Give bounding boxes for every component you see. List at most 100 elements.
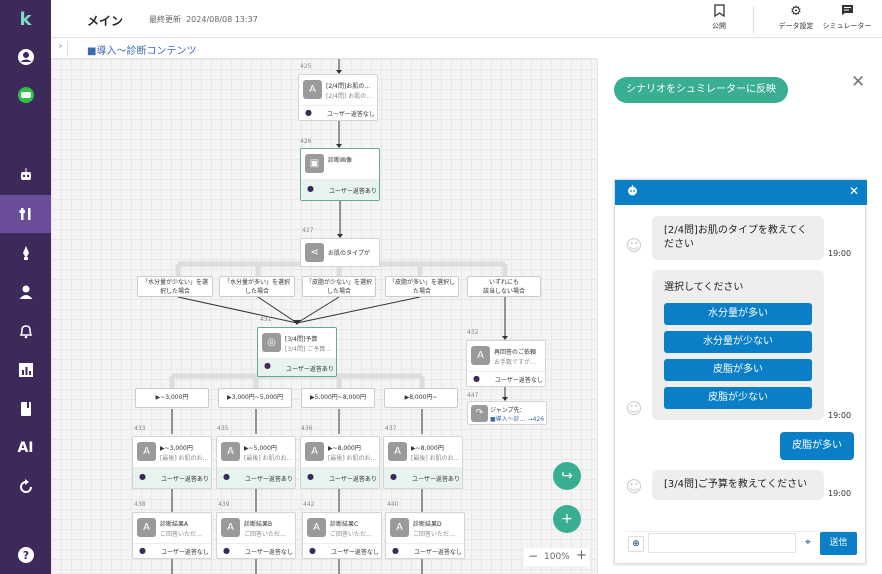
simulator-button[interactable]: シミュレーター	[820, 4, 874, 31]
node-id: 437	[385, 425, 397, 432]
image-icon: ▣	[305, 154, 324, 173]
flow-node[interactable]: A 再回答のご依頼 お手数ですが… ●ユーザー返答なし	[466, 340, 546, 387]
node-id: 435	[217, 425, 229, 432]
last-updated-label: 最終更新	[149, 15, 181, 24]
choice-button[interactable]: 皮脂が多い	[664, 359, 812, 381]
condition-branch[interactable]: ▶3,000円~5,000円	[218, 388, 292, 408]
data-settings-button[interactable]: ⚙ データ設定	[773, 4, 819, 31]
choice-button[interactable]: 水分量が少ない	[664, 331, 812, 353]
flow-canvas[interactable]: 425 A [2/4問]お肌の… [2/4問] お肌の… ●ユーザー返答なし 4…	[51, 59, 597, 574]
condition-branch[interactable]: ▶8,000円~	[384, 388, 458, 408]
node-id: 426	[300, 138, 312, 145]
node-id: 438	[134, 501, 146, 508]
text-block-icon: A	[221, 442, 240, 461]
bot-message: [3/4問]ご予算を教えてください	[652, 470, 824, 500]
add-attachment-icon[interactable]: ⊕	[628, 536, 644, 552]
person-icon[interactable]	[0, 273, 51, 311]
message-time: 19:00	[828, 249, 852, 258]
logo[interactable]: k	[19, 8, 32, 30]
share-button[interactable]: ↪	[553, 462, 581, 490]
help-icon[interactable]: ?	[0, 536, 51, 574]
sidebar: k AI ?	[0, 0, 51, 574]
choice-button[interactable]: 皮脂が少ない	[664, 387, 812, 409]
user-icon: ●	[390, 472, 397, 481]
last-updated: 最終更新 2024/08/08 13:37	[149, 14, 258, 25]
node-id: 432	[467, 329, 479, 336]
flow-node[interactable]: A▶~3,000円[最後] お肌のお… ●ユーザー返答あり	[132, 436, 212, 489]
user-icon: ●	[264, 361, 271, 370]
reflect-scenario-button[interactable]: シナリオをシュミレーターに反映	[614, 77, 788, 103]
flow-node[interactable]: A [2/4問]お肌の… [2/4問] お肌の… ●ユーザー返答なし	[298, 74, 378, 121]
zoom-out-button[interactable]: −	[528, 549, 539, 563]
node-id: 442	[303, 501, 315, 508]
user-icon: ●	[305, 108, 312, 117]
user-icon: ●	[307, 472, 314, 481]
line-icon[interactable]	[0, 76, 51, 114]
node-id: 433	[134, 425, 146, 432]
chat-close-icon[interactable]: ✕	[848, 184, 859, 198]
condition-branch[interactable]: いずれにも該当しない場合	[467, 276, 541, 297]
user-icon: ●	[473, 374, 480, 383]
text-block-icon: A	[305, 442, 324, 461]
zoom-in-button[interactable]: +	[576, 548, 587, 563]
text-block-icon: A	[137, 442, 156, 461]
jump-node[interactable]: ↷ ジャンプ先： ■導入～診… →426	[467, 401, 547, 425]
bar-chart-icon[interactable]	[0, 351, 51, 389]
message-time: 19:00	[828, 489, 852, 498]
bot-message: [2/4問]お肌のタイプを教えてください	[652, 216, 824, 260]
send-button[interactable]: 送信	[820, 532, 857, 555]
add-node-button[interactable]: +	[553, 505, 581, 533]
user-icon: ●	[139, 546, 146, 555]
flow-node[interactable]: ⋖ お肌のタイプが	[300, 238, 380, 267]
question-icon: ◎	[262, 333, 281, 352]
flow-connectors	[169, 59, 508, 574]
text-block-icon: A	[390, 518, 409, 537]
flow-node[interactable]: ◎ [3/4問]予算 [3/4問] ご予算… ●ユーザー返答あり	[257, 327, 337, 377]
location-icon[interactable]: ⌖	[805, 537, 811, 548]
breadcrumb[interactable]: ■導入～診断コンテンツ	[87, 46, 197, 57]
refresh-icon[interactable]	[0, 468, 51, 506]
ai-icon[interactable]: AI	[17, 440, 34, 456]
condition-branch[interactable]: 「皮脂が多い」を選択した場合	[385, 276, 459, 297]
condition-branch[interactable]: 「水分量が多い」を選択した場合	[219, 276, 295, 297]
bot-icon	[627, 185, 638, 199]
user-message: 皮脂が多い	[780, 432, 854, 460]
user-icon: ●	[309, 546, 316, 555]
condition-branch[interactable]: ▶~3,000円	[135, 388, 209, 408]
chat-input[interactable]	[648, 533, 796, 553]
account-icon[interactable]	[0, 38, 51, 76]
bell-icon[interactable]	[0, 312, 51, 350]
chat-header: ✕	[615, 180, 867, 205]
chevron-right-icon[interactable]: ›	[54, 41, 68, 56]
condition-branch[interactable]: 「皮脂が少ない」を選択した場合	[302, 276, 376, 297]
jump-icon: ↷	[471, 405, 488, 422]
chat-input-row	[625, 531, 857, 555]
flow-node[interactable]: A▶~5,000円[最後] お肌のお… ●ユーザー返答あり	[216, 436, 296, 489]
close-icon[interactable]: ✕	[851, 72, 866, 92]
divider	[753, 6, 754, 34]
page-title: メイン	[87, 14, 124, 28]
node-id: 431	[260, 316, 272, 323]
flow-node[interactable]: ▣ 診断画像 ●ユーザー返答あり	[300, 148, 380, 201]
condition-branch[interactable]: 「水分量が少ない」を選択した場合	[137, 276, 213, 297]
user-icon: ●	[392, 546, 399, 555]
rocket-icon[interactable]	[0, 234, 51, 272]
node-id: 440	[387, 501, 399, 508]
choice-button[interactable]: 水分量が多い	[664, 303, 812, 325]
text-block-icon: A	[388, 442, 407, 461]
text-block-icon: A	[137, 518, 156, 537]
tools-icon[interactable]	[0, 195, 51, 233]
book-icon[interactable]	[0, 390, 51, 428]
text-block-icon: A	[471, 346, 490, 365]
robot-icon[interactable]	[0, 156, 51, 194]
node-id: 439	[218, 501, 230, 508]
flow-node[interactable]: A▶~8,000円[最後] お肌のお… ●ユーザー返答あり	[300, 436, 380, 489]
flow-node[interactable]: A▶~8,000円[最後] お肌のお… ●ユーザー返答あり	[383, 436, 463, 489]
node-id: 427	[302, 227, 314, 234]
publish-button[interactable]: 公開	[704, 4, 734, 31]
condition-branch[interactable]: ▶5,000円~8,000円	[301, 388, 375, 408]
